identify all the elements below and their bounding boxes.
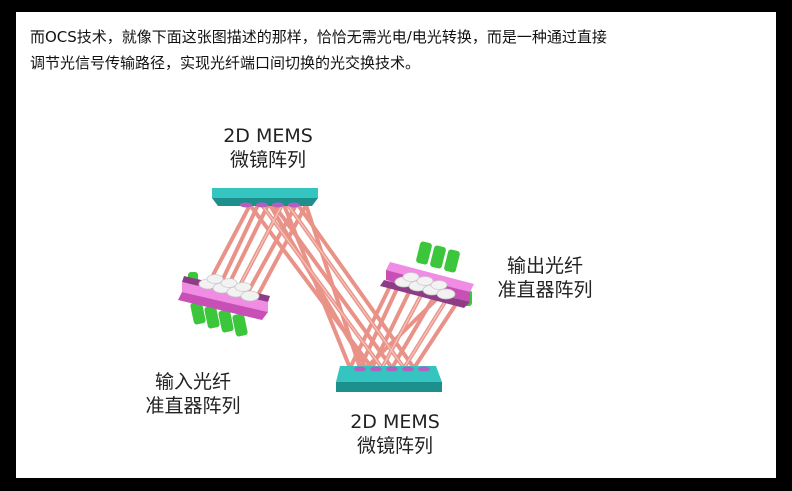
paragraph-line-1: 而OCS技术，就像下面这张图描述的那样，恰恰无需光电/电光转换，而是一种通过直接 (30, 28, 607, 46)
top-mems-label: 2D MEMS 微镜阵列 (208, 124, 328, 172)
top-mems-label-line-1: 2D MEMS (223, 125, 313, 147)
light-beams (210, 203, 462, 370)
intro-paragraph: 而OCS技术，就像下面这张图描述的那样，恰恰无需光电/电光转换，而是一种通过直接… (30, 24, 750, 76)
bottom-mems-label: 2D MEMS 微镜阵列 (333, 410, 457, 458)
top-mems-mirror-array (212, 188, 318, 208)
input-fiber-collimator-array (178, 272, 270, 337)
top-mems-label-line-2: 微镜阵列 (229, 149, 306, 171)
bottom-mems-label-line-2: 微镜阵列 (356, 435, 433, 457)
input-fiber-label: 输入光纤 准直器阵列 (128, 370, 258, 418)
bottom-mems-label-line-1: 2D MEMS (350, 411, 440, 433)
bottom-mems-mirror-array (336, 366, 442, 392)
input-fiber-label-line-2: 准直器阵列 (145, 395, 241, 417)
output-fiber-label: 输出光纤 准直器阵列 (480, 254, 610, 302)
input-fiber-label-line-1: 输入光纤 (154, 371, 231, 393)
paragraph-line-2: 调节光信号传输路径，实现光纤端口间切换的光交换技术。 (30, 54, 421, 72)
content-frame: 而OCS技术，就像下面这张图描述的那样，恰恰无需光电/电光转换，而是一种通过直接… (16, 12, 776, 478)
output-fiber-collimator-array (380, 241, 474, 308)
output-fiber-label-line-1: 输出光纤 (506, 255, 583, 277)
output-fiber-label-line-2: 准直器阵列 (497, 279, 593, 301)
